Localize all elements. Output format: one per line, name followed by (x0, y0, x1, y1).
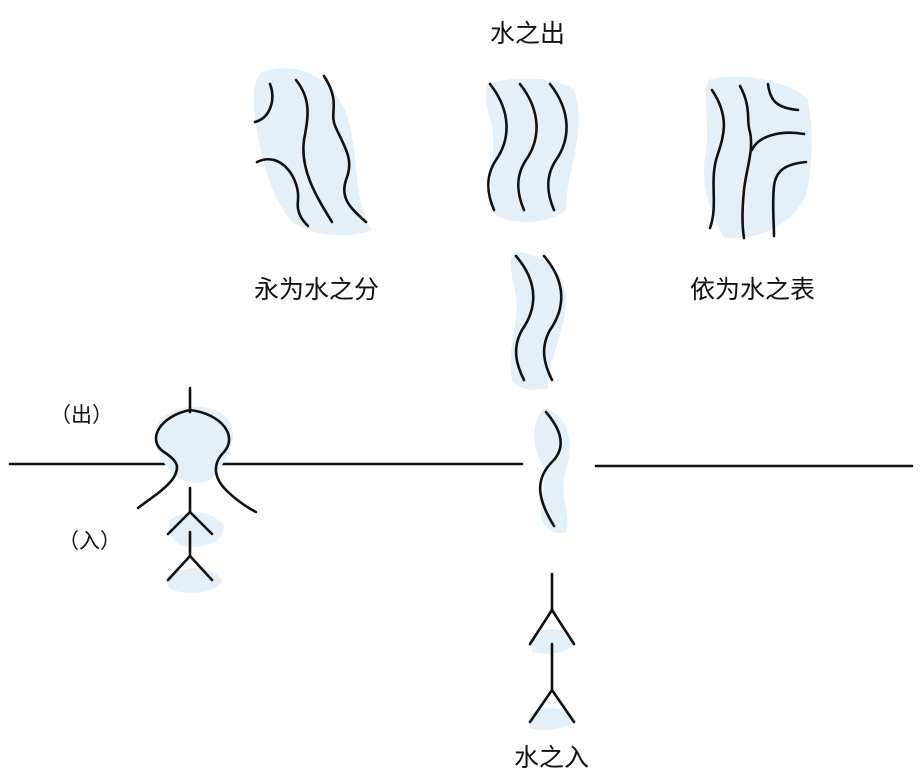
center-low-stream-group (534, 408, 570, 534)
label-in-marker: （入） (58, 529, 121, 553)
left-stream-line-4 (322, 74, 368, 224)
center-mid-stream-group (510, 252, 566, 390)
left-stream-group (253, 68, 372, 236)
right-stream-line-3 (766, 82, 800, 112)
label-water-in-bottom: 水之入 (514, 743, 589, 772)
spring-out-bulb-right (188, 408, 258, 514)
left-stream-line-2 (255, 158, 310, 228)
center-low-wash (534, 408, 570, 534)
center-top-line-1 (486, 82, 508, 212)
spring-out-group (136, 386, 258, 514)
center-mid-wash (510, 252, 566, 390)
right-stream-line-2 (738, 84, 753, 240)
water-in-wash-1 (530, 628, 574, 654)
spring-out-bulb-left (136, 408, 192, 510)
center-top-stream-group (485, 78, 579, 222)
label-out-marker: （出） (50, 403, 113, 427)
label-left-group: 永为水之分 (254, 275, 379, 304)
water-in-arrow-2 (528, 688, 576, 724)
center-top-line-3 (546, 82, 568, 212)
left-stream-line-3 (294, 78, 334, 224)
water-in-arrow-1 (528, 608, 576, 646)
water-in-wash-2 (528, 708, 576, 730)
right-stream-wash (704, 76, 812, 239)
right-stream-line-1 (708, 88, 726, 230)
right-stream-line-5 (771, 160, 808, 238)
center-top-line-2 (516, 82, 538, 212)
left-stream-line-1 (253, 82, 274, 124)
label-water-out-top: 水之出 (490, 19, 565, 48)
spring-out-wash (155, 406, 233, 483)
right-stream-group (704, 76, 812, 240)
label-right-group: 依为水之表 (690, 275, 815, 304)
left-stream-wash (253, 68, 372, 236)
spring-in-arrow-1 (166, 510, 214, 536)
water-in-group (528, 572, 576, 730)
center-mid-line-1 (514, 254, 535, 382)
center-mid-line-2 (542, 254, 563, 382)
right-stream-line-4 (750, 131, 806, 152)
center-low-line (538, 410, 562, 528)
spring-in-group (166, 486, 224, 593)
spring-in-arrow-2 (166, 554, 214, 582)
